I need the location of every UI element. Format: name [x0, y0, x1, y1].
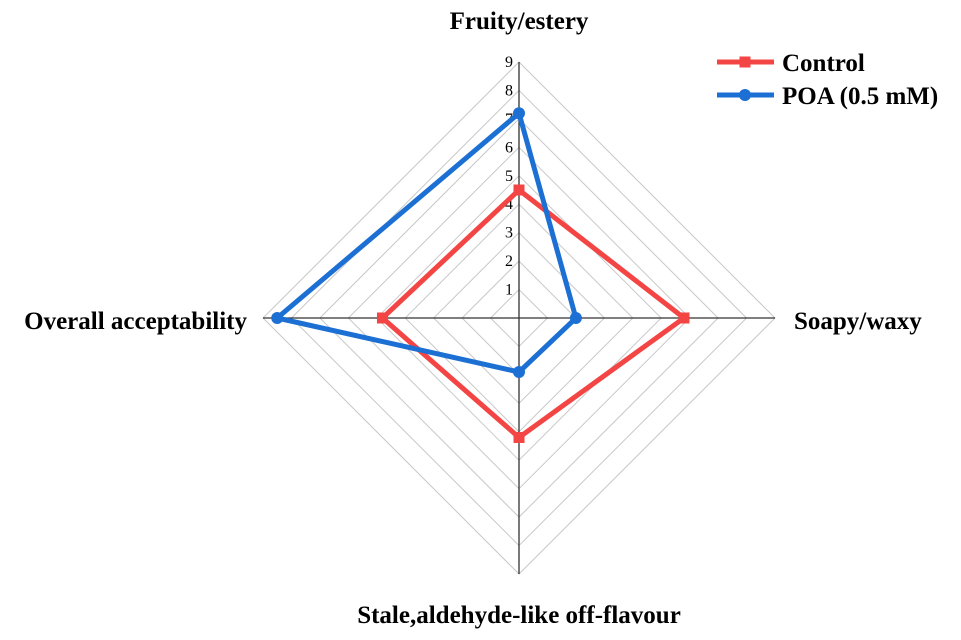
- tick-label-6: 6: [505, 139, 513, 156]
- legend: Control POA (0.5 mM): [717, 50, 938, 110]
- series-line-0: [379, 187, 687, 440]
- tick-label-1: 1: [505, 282, 513, 299]
- legend-label-control: Control: [782, 50, 865, 77]
- tick-label-2: 2: [505, 253, 513, 270]
- axis-label-fruity-estery: Fruity/estery: [450, 8, 589, 35]
- series-1-point-3: [271, 312, 284, 324]
- legend-marker-poa: [739, 89, 751, 101]
- legend-item-control: Control: [717, 50, 865, 77]
- legend-marker-control: [739, 56, 751, 68]
- tick-label-4: 4: [505, 196, 513, 213]
- series-1-point-1: [569, 312, 582, 324]
- tick-label-8: 8: [505, 82, 513, 99]
- series-0-point-3: [376, 312, 388, 324]
- axis-label-overall-acceptability: Overall acceptability: [24, 308, 247, 335]
- series-0-point-1: [678, 312, 690, 324]
- series-0-point-0: [513, 184, 525, 196]
- legend-label-poa: POA (0.5 mM): [782, 83, 938, 110]
- tick-label-3: 3: [505, 225, 513, 242]
- axis-lines: [263, 62, 775, 574]
- data-series: [271, 107, 690, 443]
- legend-item-poa: POA (0.5 mM): [717, 83, 938, 110]
- series-1-point-0: [513, 107, 525, 120]
- axis-label-soapy-waxy: Soapy/waxy: [794, 308, 922, 335]
- axis-label-stale-off-flavour: Stale,aldehyde-like off-flavour: [357, 602, 681, 629]
- series-1-point-2: [513, 366, 525, 379]
- series-0-point-2: [513, 431, 525, 443]
- series-line-1: [274, 110, 579, 375]
- tick-label-9: 9: [505, 54, 513, 71]
- tick-label-5: 5: [505, 168, 513, 185]
